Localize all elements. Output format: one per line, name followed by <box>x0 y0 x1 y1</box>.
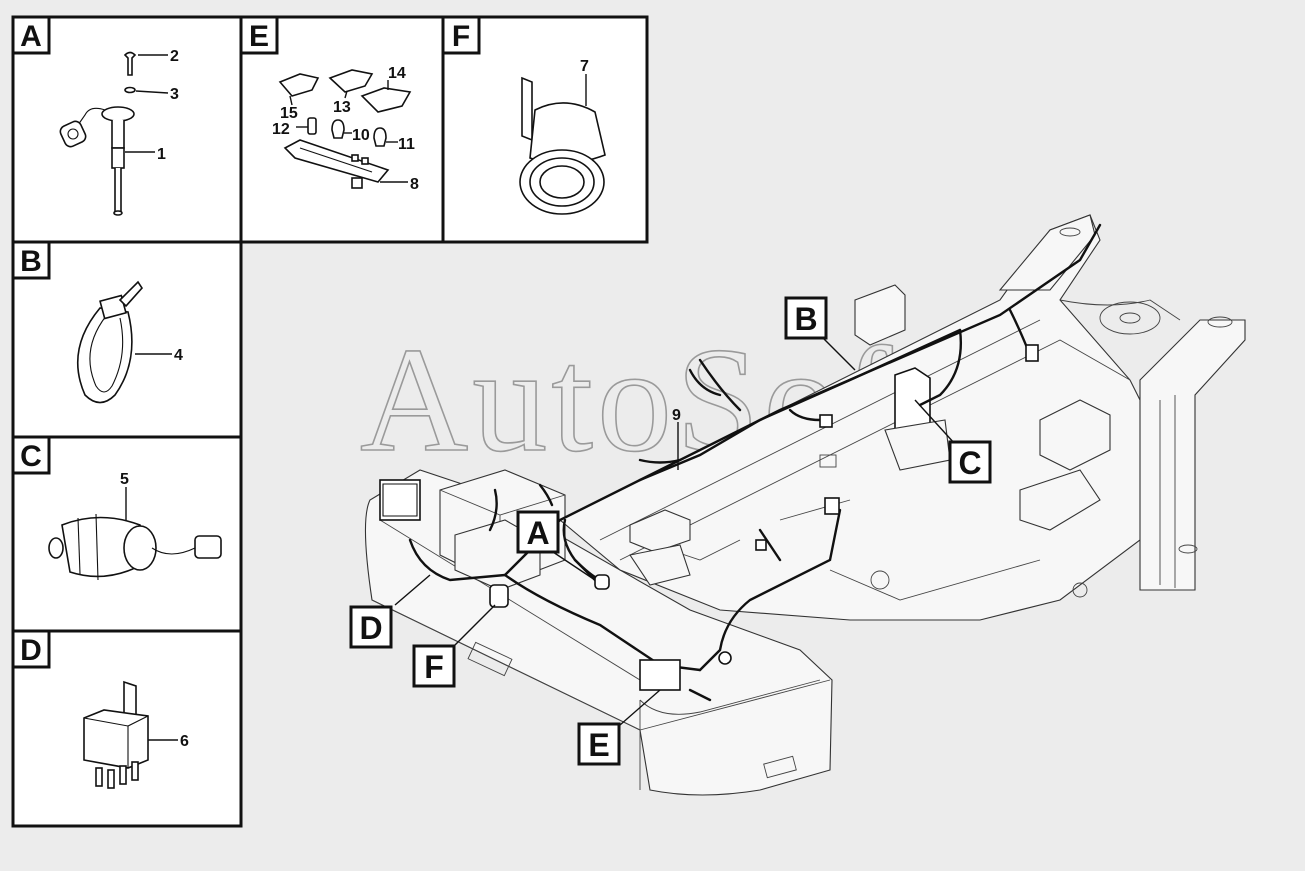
panel-E: E 15 13 14 12 10 11 8 <box>239 15 445 244</box>
cable-tie <box>77 280 144 404</box>
panel-F: F 7 <box>441 15 649 244</box>
panel-A-num-1: 1 <box>157 146 166 163</box>
callout-D: D <box>349 605 393 649</box>
panel-C-num-5: 5 <box>120 471 129 488</box>
panel-E-num-14: 14 <box>388 65 406 82</box>
panel-F-num-7: 7 <box>580 58 589 75</box>
main-frame <box>559 214 1246 621</box>
switch-panel <box>278 69 412 189</box>
svg-text:A: A <box>526 515 549 551</box>
panel-C-label: C <box>20 440 42 473</box>
panel-E-label: E <box>249 20 269 53</box>
panel-E-num-13: 13 <box>333 99 351 116</box>
horn <box>519 76 606 215</box>
callout-A: A <box>516 510 560 554</box>
panel-C: C 5 <box>11 435 243 633</box>
panel-F-label: F <box>452 20 470 53</box>
svg-text:C: C <box>958 445 981 481</box>
panel-D-num-6: 6 <box>180 733 189 750</box>
svg-text:F: F <box>424 649 444 685</box>
svg-text:E: E <box>588 727 609 763</box>
wire-number-9: 9 <box>672 407 681 424</box>
main-assembly: AutoSoft <box>349 214 1246 796</box>
panel-E-num-8: 8 <box>410 176 419 193</box>
panel-D: D 6 <box>11 629 243 828</box>
callout-F: F <box>412 644 456 688</box>
callout-C: C <box>948 440 992 484</box>
callout-B: B <box>784 296 828 340</box>
svg-text:B: B <box>794 301 817 337</box>
panel-E-num-10: 10 <box>352 127 370 144</box>
panel-E-num-15: 15 <box>280 105 298 122</box>
relay <box>83 680 149 789</box>
fuel-level-sender <box>59 51 137 216</box>
panel-A-num-2: 2 <box>170 48 179 65</box>
panel-D-label: D <box>20 634 42 667</box>
panel-A-label: A <box>20 20 42 53</box>
panel-E-num-11: 11 <box>398 136 415 153</box>
buzzer <box>48 513 222 581</box>
svg-text:D: D <box>359 610 382 646</box>
callout-E: E <box>577 722 621 766</box>
panel-A: A 2 3 1 <box>11 15 243 244</box>
panel-B-num-4: 4 <box>174 347 183 364</box>
panel-E-num-12: 12 <box>272 121 290 138</box>
panel-B-label: B <box>20 245 42 278</box>
rotary-part <box>884 367 951 471</box>
panel-B: B 4 <box>11 240 243 439</box>
wiring-harness <box>379 223 1102 702</box>
panel-A-num-3: 3 <box>170 86 179 103</box>
